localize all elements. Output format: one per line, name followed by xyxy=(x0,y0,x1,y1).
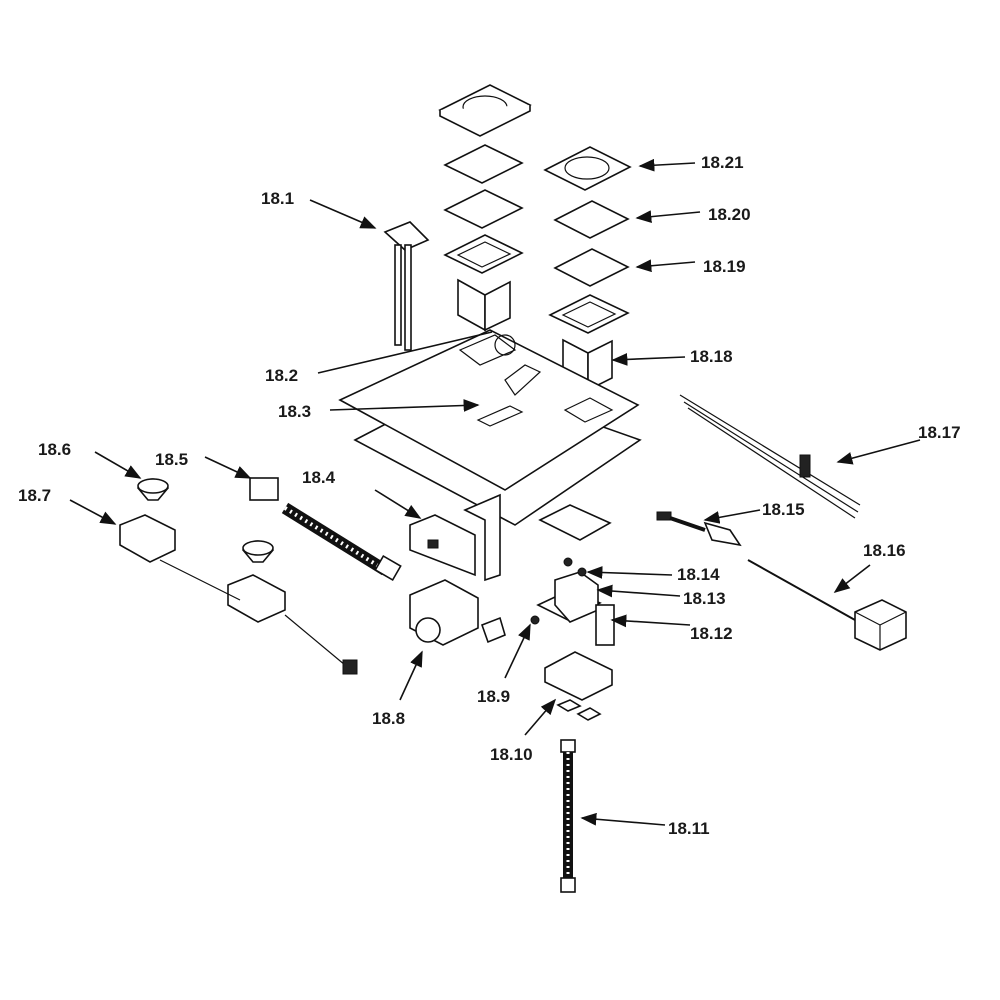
label-18-17: 18.17 xyxy=(918,423,961,442)
part-18-11 xyxy=(560,739,576,893)
label-18-16: 18.16 xyxy=(863,541,906,560)
label-18-13: 18.13 xyxy=(683,589,726,608)
label-18-21: 18.21 xyxy=(701,153,744,172)
part-labels: 18.1 18.2 18.3 18.4 18.5 18.6 18.7 18.8 … xyxy=(18,153,961,838)
right-panel-stack xyxy=(543,146,632,392)
label-18-9: 18.9 xyxy=(477,687,510,706)
part-18-12-13 xyxy=(530,557,615,646)
label-18-14: 18.14 xyxy=(677,565,720,584)
part-18-10 xyxy=(538,504,613,721)
part-18-8 xyxy=(409,579,506,646)
left-panel-stack xyxy=(438,84,532,332)
part-18-4 xyxy=(409,493,501,582)
leader-arrows xyxy=(69,158,921,826)
label-18-2: 18.2 xyxy=(265,366,298,385)
base-plates xyxy=(338,329,642,526)
label-18-6: 18.6 xyxy=(38,440,71,459)
part-18-15 xyxy=(656,511,742,547)
part-18-5 xyxy=(249,477,402,582)
part-18-20 xyxy=(553,200,630,239)
label-18-4: 18.4 xyxy=(302,468,336,487)
label-18-3: 18.3 xyxy=(278,402,311,421)
part-18-1 xyxy=(383,221,430,351)
label-18-8: 18.8 xyxy=(372,709,405,728)
label-18-10: 18.10 xyxy=(490,745,533,764)
label-18-15: 18.15 xyxy=(762,500,805,519)
part-18-7 xyxy=(119,514,358,675)
part-18-19 xyxy=(553,248,630,287)
label-18-5: 18.5 xyxy=(155,450,188,469)
label-18-19: 18.19 xyxy=(703,257,746,276)
label-18-20: 18.20 xyxy=(708,205,751,224)
label-18-11: 18.11 xyxy=(668,819,710,838)
part-18-17 xyxy=(679,394,861,519)
label-18-12: 18.12 xyxy=(690,624,733,643)
part-18-21 xyxy=(543,146,632,191)
part-18-6 xyxy=(136,478,275,563)
part-18-16 xyxy=(747,559,907,651)
part-18-3 xyxy=(338,329,640,491)
label-18-1: 18.1 xyxy=(261,189,294,208)
label-18-7: 18.7 xyxy=(18,486,51,505)
label-18-18: 18.18 xyxy=(690,347,733,366)
